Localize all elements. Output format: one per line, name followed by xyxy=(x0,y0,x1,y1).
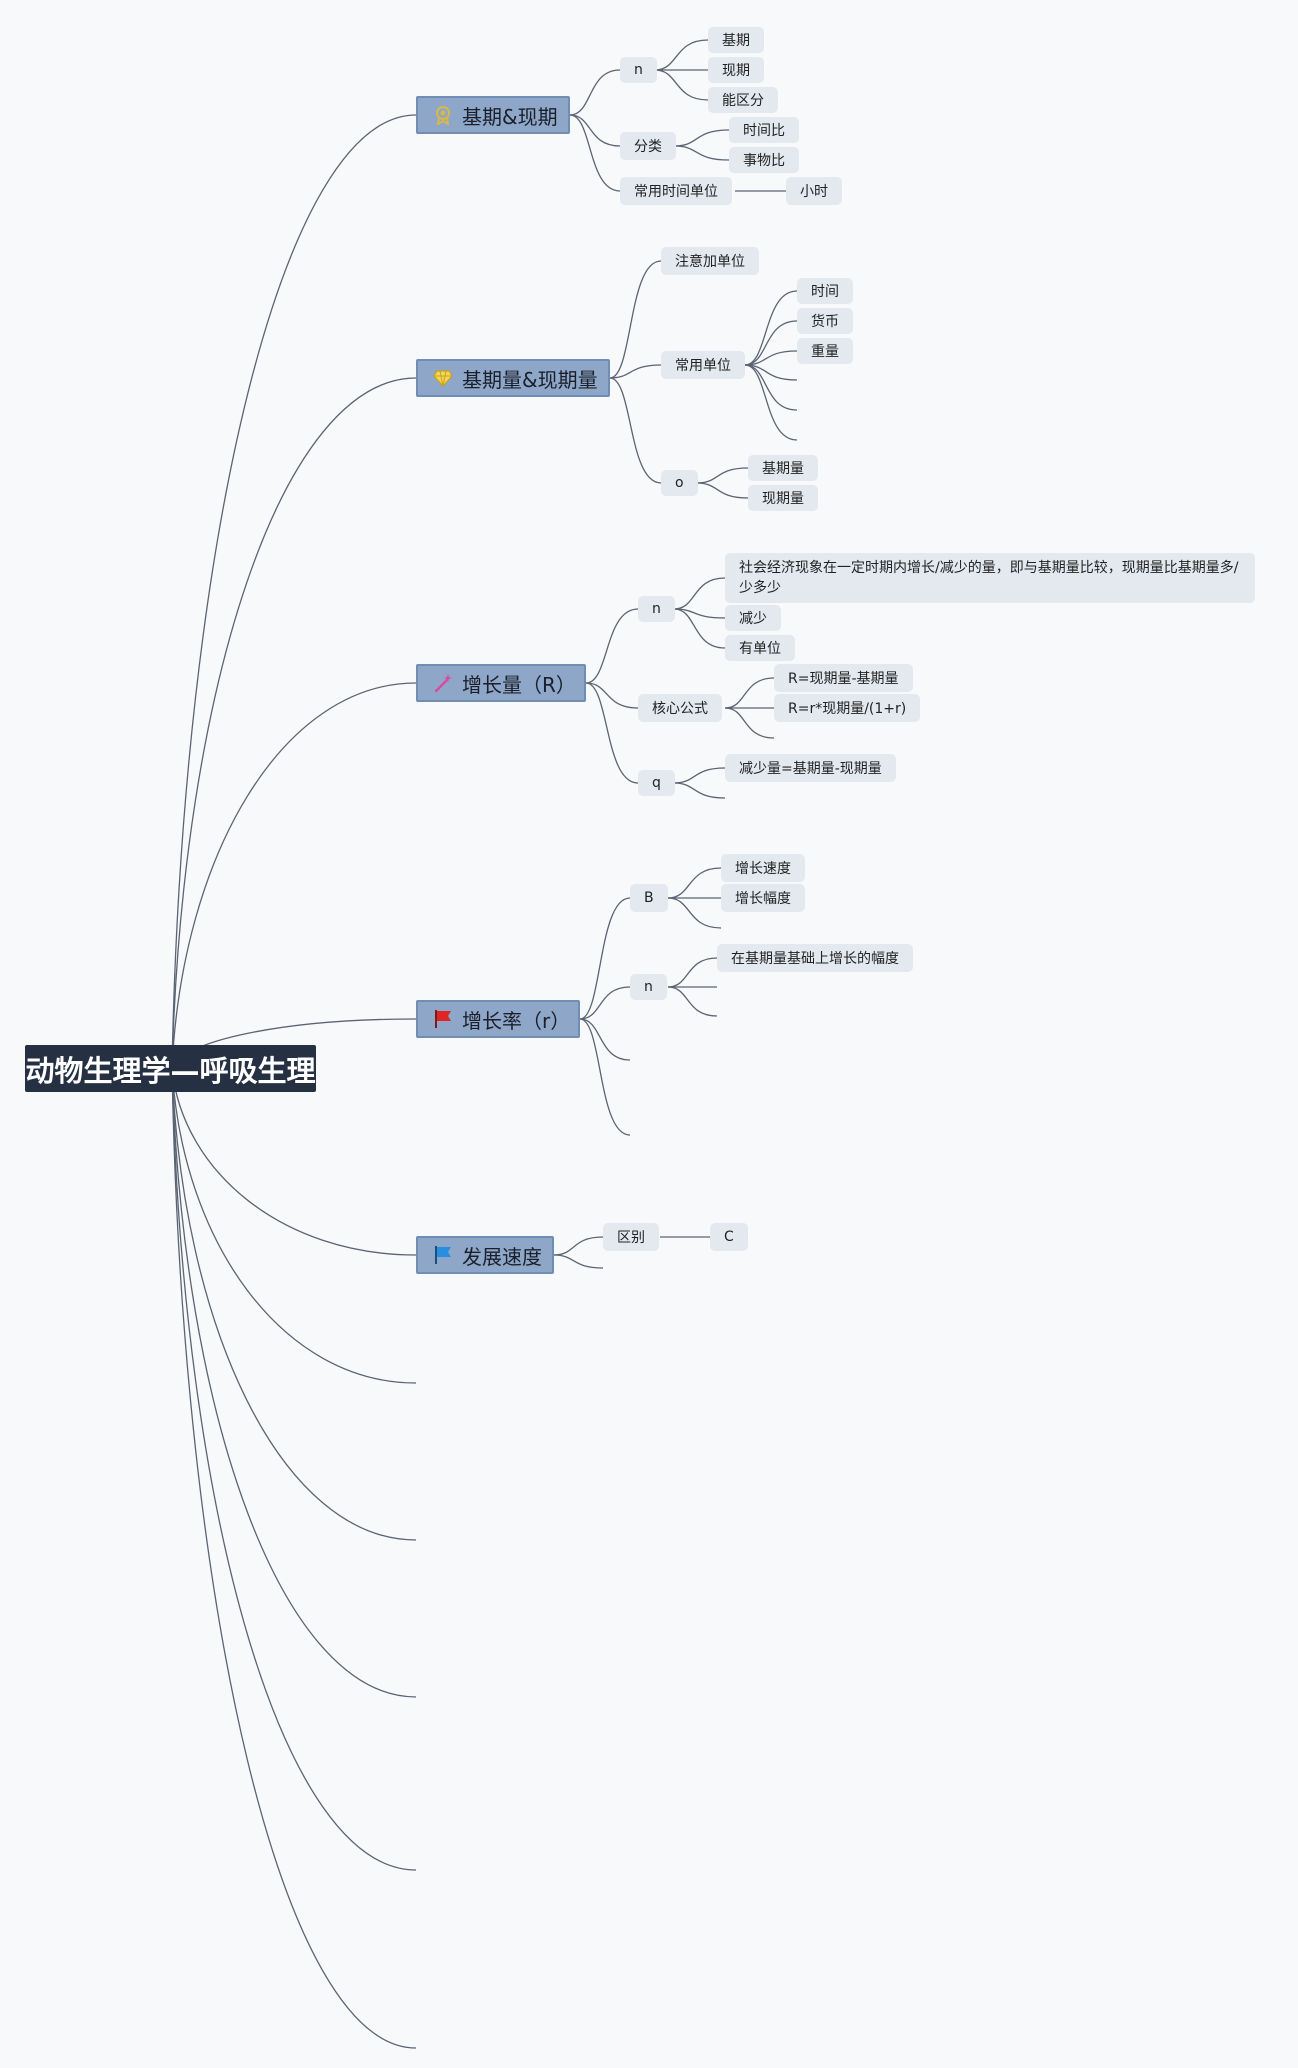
node-b2-note[interactable]: 注意加单位 xyxy=(661,247,759,275)
node-b2-unit-3[interactable]: 重量 xyxy=(797,338,853,364)
edge-sub-5 xyxy=(654,69,709,101)
magic-wand-icon xyxy=(432,672,454,694)
node-b1-classify-2[interactable]: 事物比 xyxy=(729,147,799,173)
node-b5-diff-1[interactable]: C xyxy=(710,1223,748,1251)
node-b1-classify[interactable]: 分类 xyxy=(620,132,676,160)
edge-root-empty-5 xyxy=(171,1067,417,2049)
node-b3-formula-1[interactable]: R=现期量-基期量 xyxy=(774,664,913,692)
edge-sub-31 xyxy=(579,897,631,1020)
edge-sub-35 xyxy=(667,867,722,899)
edge-sub-30 xyxy=(673,782,726,799)
edge-root-b1 xyxy=(171,114,417,1069)
branch-label: 基期量&现期量 xyxy=(462,367,598,392)
edge-sub-0 xyxy=(569,69,621,116)
node-b3-formula[interactable]: 核心公式 xyxy=(638,694,722,722)
edge-sub-22 xyxy=(585,682,639,784)
edge-sub-2 xyxy=(569,114,621,192)
node-b2-o-2[interactable]: 现期量 xyxy=(748,485,818,511)
branch-growth-rate[interactable]: 增长率（r） xyxy=(416,1000,580,1038)
node-b5-diff[interactable]: 区别 xyxy=(603,1223,659,1251)
edge-root-b3 xyxy=(171,682,417,1069)
edge-root-empty-1 xyxy=(171,1067,417,1384)
edge-sub-41 xyxy=(553,1236,604,1256)
node-b2-o-1[interactable]: 基期量 xyxy=(748,455,818,481)
branch-label: 基期&现期 xyxy=(462,104,558,129)
edge-sub-19 xyxy=(696,482,749,499)
node-b2-unit[interactable]: 常用单位 xyxy=(661,351,745,379)
edge-sub-37 xyxy=(667,897,722,929)
node-b3-q-1[interactable]: 减少量=基期量-现期量 xyxy=(725,754,896,782)
node-b3-n-2[interactable]: 减少 xyxy=(725,605,781,631)
edge-sub-11 xyxy=(609,377,662,484)
node-b2-o[interactable]: o xyxy=(661,470,698,496)
node-b1-n-3[interactable]: 能区分 xyxy=(708,87,778,113)
edge-sub-21 xyxy=(585,682,639,709)
edge-sub-9 xyxy=(609,260,662,379)
edge-sub-34 xyxy=(579,1018,631,1136)
edge-sub-7 xyxy=(674,145,730,161)
node-b4-b-2[interactable]: 增长幅度 xyxy=(721,884,805,912)
edge-sub-3 xyxy=(654,39,709,71)
edge-sub-14 xyxy=(744,350,798,366)
node-b4-b-1[interactable]: 增长速度 xyxy=(721,854,805,882)
edge-sub-33 xyxy=(579,1018,631,1061)
node-b2-unit-1[interactable]: 时间 xyxy=(797,278,853,304)
edge-sub-18 xyxy=(696,467,749,484)
edge-sub-42 xyxy=(553,1254,604,1269)
branch-label: 增长率（r） xyxy=(462,1008,571,1033)
node-b1-n-2[interactable]: 现期 xyxy=(708,57,764,83)
branch-label: 增长量（R） xyxy=(462,672,576,697)
node-b1-n[interactable]: n xyxy=(620,57,657,83)
edge-sub-16 xyxy=(744,364,798,411)
node-b1-classify-1[interactable]: 时间比 xyxy=(729,117,799,143)
node-b3-n[interactable]: n xyxy=(638,596,675,622)
award-ribbon-icon xyxy=(432,104,454,126)
edge-sub-28 xyxy=(724,707,775,739)
edge-sub-23 xyxy=(673,577,726,610)
branch-development-speed[interactable]: 发展速度 xyxy=(416,1236,554,1274)
root-topic[interactable]: 动物生理学—呼吸生理 xyxy=(25,1045,316,1092)
edge-sub-6 xyxy=(674,129,730,147)
edge-sub-20 xyxy=(585,608,639,684)
branch-base-current-quantity[interactable]: 基期量&现期量 xyxy=(416,359,610,397)
edge-root-empty-2 xyxy=(171,1067,417,1541)
branch-label: 发展速度 xyxy=(462,1244,542,1269)
node-b1-time-unit-1[interactable]: 小时 xyxy=(786,177,842,205)
edge-sub-12 xyxy=(744,290,798,366)
node-b3-n-3[interactable]: 有单位 xyxy=(725,635,795,661)
edge-sub-26 xyxy=(724,677,775,709)
diamond-icon xyxy=(432,367,454,389)
node-b4-n-1[interactable]: 在基期量基础上增长的幅度 xyxy=(717,944,913,972)
node-b3-q[interactable]: q xyxy=(638,770,675,796)
branch-base-current-period[interactable]: 基期&现期 xyxy=(416,96,570,134)
edge-sub-32 xyxy=(579,986,631,1020)
edge-root-b2 xyxy=(171,377,417,1069)
node-b3-n-1[interactable]: 社会经济现象在一定时期内增长/减少的量，即与基期量比较，现期量比基期量多/少多少 xyxy=(725,553,1255,603)
node-b1-time-unit[interactable]: 常用时间单位 xyxy=(620,177,732,205)
red-flag-icon xyxy=(432,1008,454,1030)
edge-sub-10 xyxy=(609,364,662,379)
edge-sub-40 xyxy=(667,986,718,1017)
node-b1-n-1[interactable]: 基期 xyxy=(708,27,764,53)
edge-sub-38 xyxy=(667,957,718,988)
blue-flag-icon xyxy=(432,1244,454,1266)
edge-root-empty-3 xyxy=(171,1067,417,1698)
edge-root-b5 xyxy=(171,1067,417,1256)
edge-sub-1 xyxy=(569,114,621,147)
branch-growth-amount[interactable]: 增长量（R） xyxy=(416,664,586,702)
edge-sub-13 xyxy=(744,320,798,366)
node-b3-formula-2[interactable]: R=r*现期量/(1+r) xyxy=(774,694,921,722)
node-b2-unit-2[interactable]: 货币 xyxy=(797,308,853,334)
edge-sub-29 xyxy=(673,767,726,784)
edge-sub-25 xyxy=(673,608,726,649)
node-b4-b[interactable]: B xyxy=(630,884,668,912)
edge-root-empty-4 xyxy=(171,1067,417,1871)
node-b4-n[interactable]: n xyxy=(630,974,667,1000)
edge-sub-17 xyxy=(744,364,798,441)
